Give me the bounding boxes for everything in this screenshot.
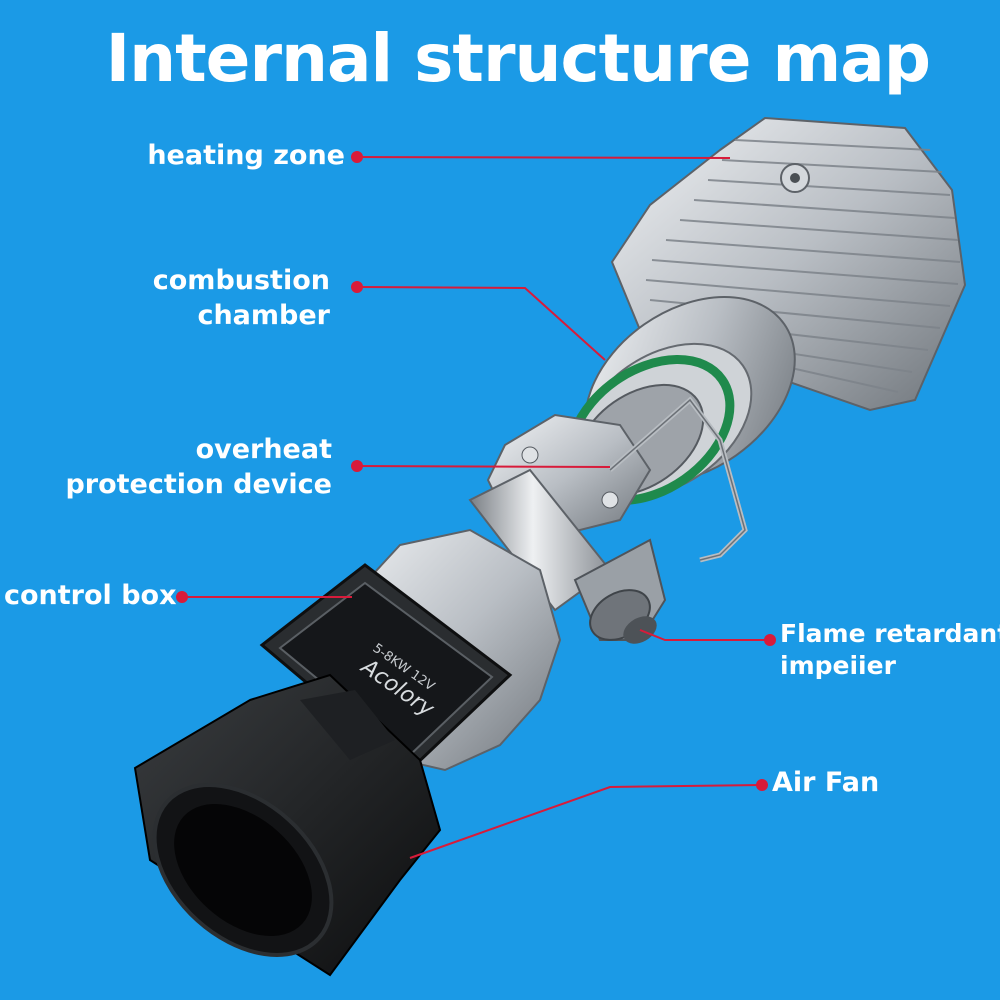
page-title: Internal structure map — [105, 20, 931, 97]
control-box-part: Acolory 5-8KW 12V — [259, 528, 562, 773]
label-flame-retardant: Flame retardant impeiier — [780, 619, 1000, 680]
label-combustion-chamber: combustion chamber — [152, 265, 330, 331]
label-heating-zone: heating zone — [147, 140, 345, 171]
label-control-box: control box — [4, 580, 177, 611]
air-fan-part — [133, 673, 442, 977]
label-air-fan: Air Fan — [772, 767, 880, 798]
impeller-part — [589, 589, 657, 644]
label-overheat-protection: overheat protection device — [65, 434, 332, 500]
leader-lines — [176, 151, 776, 859]
